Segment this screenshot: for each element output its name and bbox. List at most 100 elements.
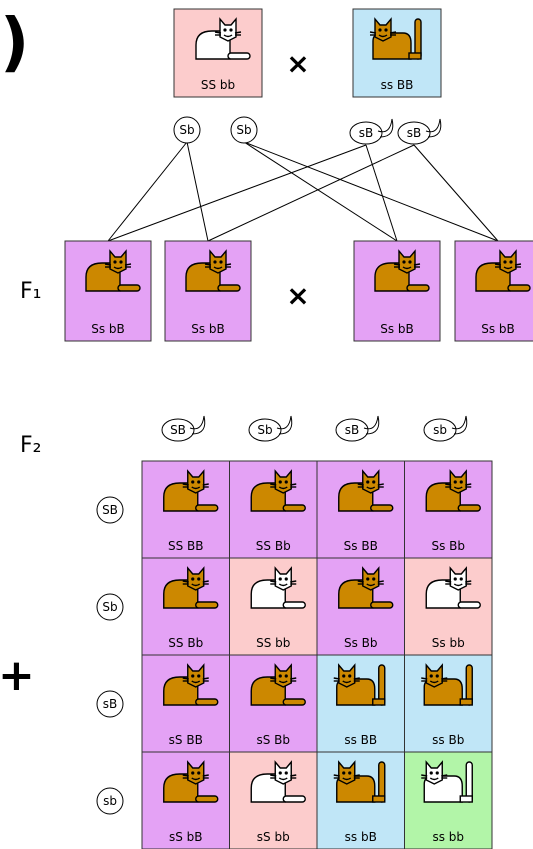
gamete-label: Sb xyxy=(102,600,117,614)
genotype-label: SS Bb xyxy=(256,539,291,553)
genotype-label: sS bB xyxy=(169,830,203,844)
gamete-link-line xyxy=(107,141,188,242)
parent-right-cat: ss BB xyxy=(352,8,442,98)
parental-generation: SS bb ss BB xyxy=(173,8,442,98)
genotype-label: SS BB xyxy=(168,539,204,553)
sperm-gamete: sB xyxy=(349,118,394,145)
punnett-cell-r2-c4: Ss bb xyxy=(404,557,493,656)
punnett-cell-r2-c2: SS bb xyxy=(229,557,318,656)
f1-cat-4: Ss bB xyxy=(454,240,533,342)
punnett-cell-r2-c3: Ss Bb xyxy=(316,557,405,656)
gamete-link-line xyxy=(413,144,499,242)
punnett-cell-r3-c4: ss Bb xyxy=(404,654,493,753)
egg-gamete: sb xyxy=(96,787,124,815)
sperm-tail-icon xyxy=(276,415,293,435)
punnett-cell-r4-c2: sS bb xyxy=(229,751,318,849)
egg-gamete: Sb xyxy=(96,593,124,621)
gamete-link-line xyxy=(107,144,367,242)
gamete-label: Sb xyxy=(179,123,194,137)
gamete-link-line xyxy=(186,141,209,242)
sperm-gamete: sB xyxy=(335,415,380,442)
edge-paren-mark: ) xyxy=(0,6,29,80)
f1-cross-symbol: × xyxy=(286,279,309,312)
punnett-cell-r1-c3: Ss BB xyxy=(316,460,405,559)
genotype-label: Ss bB xyxy=(191,322,225,336)
genotype-label: ss bB xyxy=(345,830,377,844)
sperm-tail-icon xyxy=(189,415,206,435)
genotype-label: Ss bB xyxy=(91,322,125,336)
gamete-label: SB xyxy=(102,503,118,517)
gamete-label: sB xyxy=(103,697,117,711)
sperm-tail-icon xyxy=(377,118,394,138)
gamete-label: Sb xyxy=(257,423,272,437)
gamete-head-icon xyxy=(335,418,369,442)
f2-label: F₂ xyxy=(20,433,41,458)
egg-gamete: sB xyxy=(96,690,124,718)
genotype-label: ss BB xyxy=(381,78,414,92)
egg-icon xyxy=(96,496,124,524)
punnett-cell-r1-c2: SS Bb xyxy=(229,460,318,559)
gamete-label: sB xyxy=(345,423,359,437)
sperm-tail-icon xyxy=(363,415,380,435)
f1-label: F₁ xyxy=(20,279,41,304)
sperm-gamete: sb xyxy=(423,415,468,442)
parent-cross-symbol: × xyxy=(286,47,309,80)
gamete-link-line xyxy=(207,144,415,242)
genotype-label: ss BB xyxy=(344,733,377,747)
sperm-gamete: SB xyxy=(161,415,206,442)
punnett-cell-r4-c3: ss bB xyxy=(316,751,405,849)
genotype-label: SS Bb xyxy=(168,636,203,650)
egg-icon xyxy=(96,690,124,718)
egg-gamete: SB xyxy=(96,496,124,524)
parent-gametes: Sb Sb sB sB xyxy=(173,116,442,145)
egg-icon xyxy=(173,116,201,144)
punnett-cell-r1-c1: SS BB xyxy=(141,460,230,559)
sperm-gamete: sB xyxy=(397,118,442,145)
gamete-connection-lines xyxy=(107,141,499,242)
gamete-label: SB xyxy=(170,423,186,437)
sperm-tail-icon xyxy=(425,118,442,138)
punnett-cell-r3-c3: ss BB xyxy=(316,654,405,753)
punnett-cell-r4-c4: ss bb xyxy=(404,751,493,849)
gamete-label: sB xyxy=(407,126,421,140)
punnett-cell-r4-c1: sS bB xyxy=(141,751,230,849)
f2-row-gametes: SB Sb sB sb xyxy=(96,496,124,815)
gamete-head-icon xyxy=(423,418,457,442)
gamete-head-icon xyxy=(248,418,282,442)
genotype-label: SS bb xyxy=(256,636,290,650)
gamete-head-icon xyxy=(349,121,383,145)
egg-icon xyxy=(230,116,258,144)
edge-plus-mark: + xyxy=(0,650,35,701)
genotype-label: ss Bb xyxy=(432,733,464,747)
genotype-label: SS bb xyxy=(201,78,235,92)
genotype-label: Ss bB xyxy=(380,322,414,336)
gamete-label: sb xyxy=(433,423,447,437)
gamete-head-icon xyxy=(397,121,431,145)
genotype-label: Ss bB xyxy=(481,322,515,336)
egg-gamete: Sb xyxy=(230,116,258,144)
f1-generation: Ss bB Ss bB Ss bB Ss bB xyxy=(64,240,533,342)
genotype-label: sS BB xyxy=(169,733,203,747)
gamete-label: sb xyxy=(103,794,117,808)
genotype-label: ss bb xyxy=(432,830,464,844)
gamete-head-icon xyxy=(161,418,195,442)
f2-column-gametes: SB Sb sB sb xyxy=(161,415,468,442)
gamete-label: Sb xyxy=(236,123,251,137)
f1-cat-3: Ss bB xyxy=(353,240,441,342)
gamete-link-line xyxy=(243,141,499,242)
egg-icon xyxy=(96,787,124,815)
genotype-label: Ss Bb xyxy=(344,636,378,650)
genotype-label: Ss BB xyxy=(344,539,378,553)
genotype-label: sS Bb xyxy=(256,733,290,747)
gamete-link-line xyxy=(365,144,398,242)
f1-cat-1: Ss bB xyxy=(64,240,152,342)
egg-gamete: Sb xyxy=(173,116,201,144)
punnett-cell-r2-c1: SS Bb xyxy=(141,557,230,656)
sperm-tail-icon xyxy=(451,415,468,435)
f1-cat-2: Ss bB xyxy=(164,240,252,342)
egg-icon xyxy=(96,593,124,621)
parent-left-cat: SS bb xyxy=(173,8,263,98)
gamete-link-line xyxy=(243,141,398,242)
